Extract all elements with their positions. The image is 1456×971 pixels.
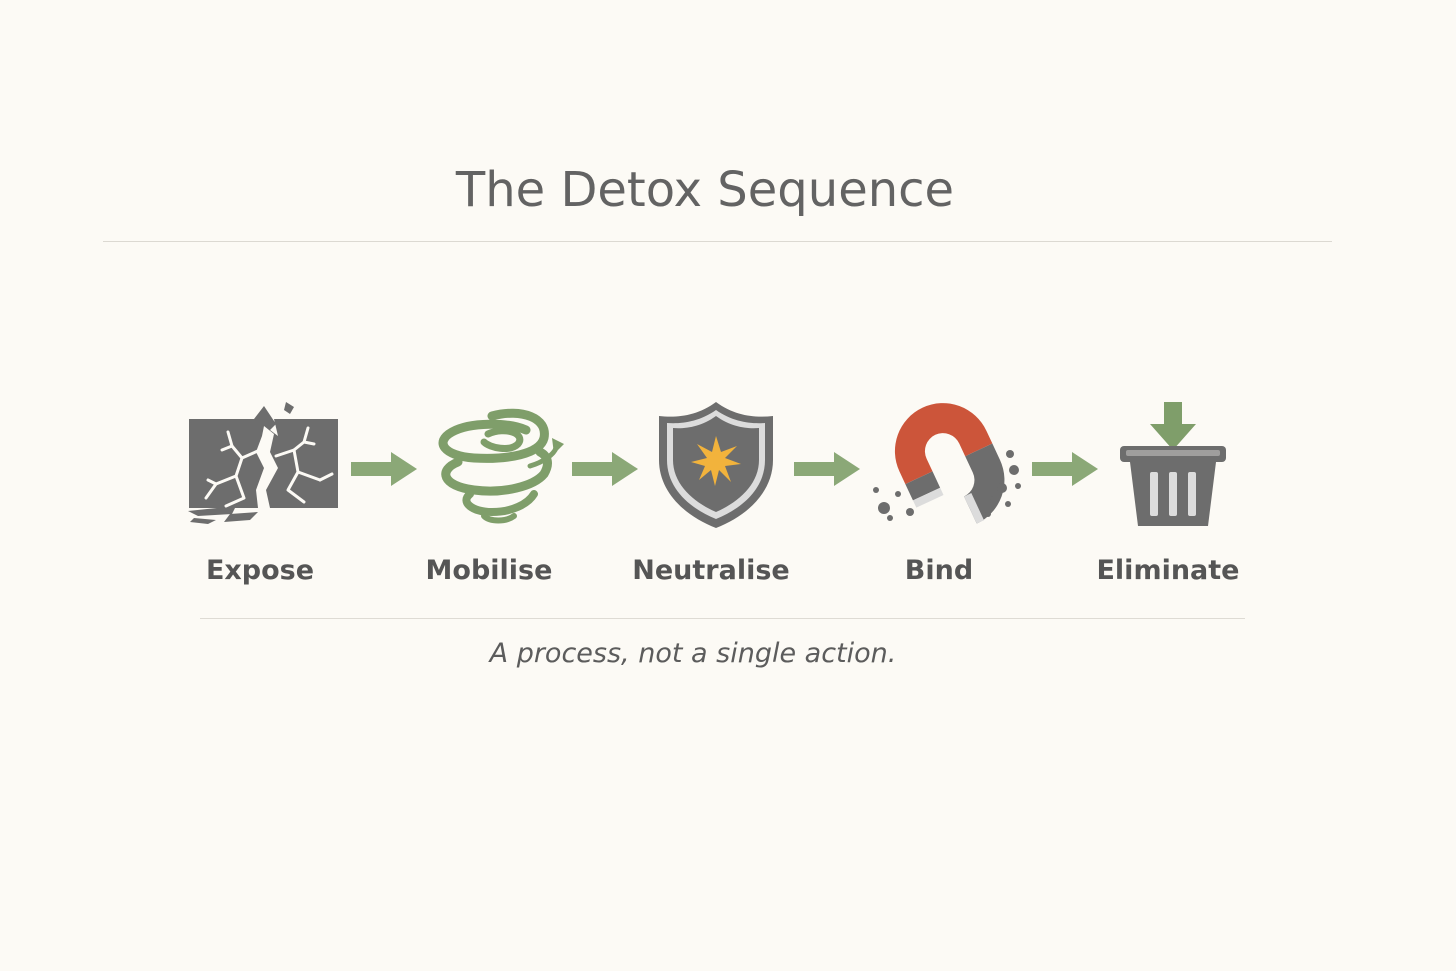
step-label-bind: Bind (904, 555, 974, 586)
flow-arrow (794, 451, 862, 487)
flow-arrow (1032, 451, 1100, 487)
step-label-expose: Expose (205, 555, 315, 586)
flow-arrow (351, 451, 419, 487)
flow-arrow (572, 451, 640, 487)
caption-divider (200, 618, 1245, 619)
step-label-eliminate: Eliminate (1096, 555, 1240, 586)
diagram-title: The Detox Sequence (455, 162, 955, 218)
cracked-block-icon (186, 402, 340, 526)
magnet-icon (870, 403, 1028, 530)
bin-icon (1118, 402, 1228, 528)
shield-icon (657, 400, 775, 530)
caption: A process, not a single action. (489, 638, 897, 669)
step-label-mobilise: Mobilise (425, 555, 553, 586)
swirl-icon (430, 404, 564, 526)
title-divider (103, 241, 1332, 242)
step-label-neutralise: Neutralise (632, 555, 790, 586)
